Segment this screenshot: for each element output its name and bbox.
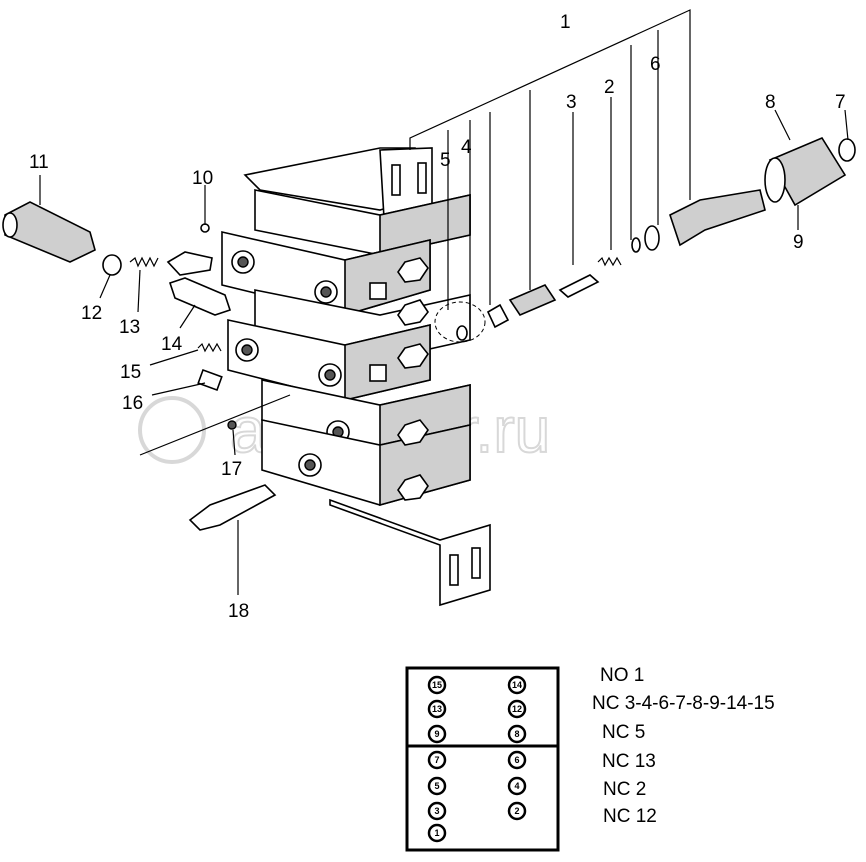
callout-labels: 1 2 3 4 5 6 7 8 9 10 11 12 13 14 15 16 1… [29,12,846,622]
legend-circle: 6 [514,755,519,765]
legend-circle: 1 [434,828,439,838]
legend-circle: 7 [434,755,439,765]
legend-line-no1: NO 1 [600,665,644,686]
callout-5: 5 [440,150,451,171]
callout-14: 14 [161,334,183,355]
callout-17: 17 [221,459,242,480]
callout-16: 16 [122,393,143,414]
legend-circle: 8 [514,729,519,739]
legend-line-nc5: NC 5 [602,722,645,743]
legend-line-nc13: NC 13 [602,751,656,772]
legend-line-nc-main: NC 3-4-6-7-8-9-14-15 [592,693,775,714]
callout-8: 8 [765,92,776,113]
exploded-parts [2,136,856,531]
legend-circle: 15 [432,680,442,690]
legend-circle: 3 [434,806,439,816]
legend-circle: 5 [434,781,439,791]
callout-10: 10 [192,168,213,189]
callout-11: 11 [29,152,49,173]
callout-7: 7 [835,92,846,113]
legend-box: 15 14 13 12 9 8 7 6 5 4 3 2 1 [405,666,560,852]
legend-circle: 4 [514,781,519,791]
legend-line-nc2: NC 2 [603,779,646,800]
callout-18: 18 [228,601,249,622]
valve-block-assembly [221,147,491,607]
callout-13: 13 [119,317,140,338]
leader-lines [39,9,849,595]
callout-9: 9 [793,232,804,253]
callout-1: 1 [560,12,571,33]
legend-circle: 13 [432,704,442,714]
callout-4: 4 [461,137,472,158]
legend-text: NO 1 NC 3-4-6-7-8-9-14-15 NC 5 NC 13 NC … [592,665,775,827]
legend-circle: 14 [512,680,522,690]
legend-circle: 2 [514,806,519,816]
callout-2: 2 [604,77,615,98]
callout-12: 12 [81,303,102,324]
legend-circle: 12 [512,704,522,714]
callout-6: 6 [650,54,661,75]
callout-3: 3 [566,92,577,113]
legend-lower-circles: 7 6 5 4 3 2 1 [427,750,527,843]
legend-line-nc12: NC 12 [603,806,657,827]
legend-upper-circles: 15 14 13 12 9 8 [427,675,527,744]
legend-circle: 9 [434,729,439,739]
callout-15: 15 [120,362,141,383]
